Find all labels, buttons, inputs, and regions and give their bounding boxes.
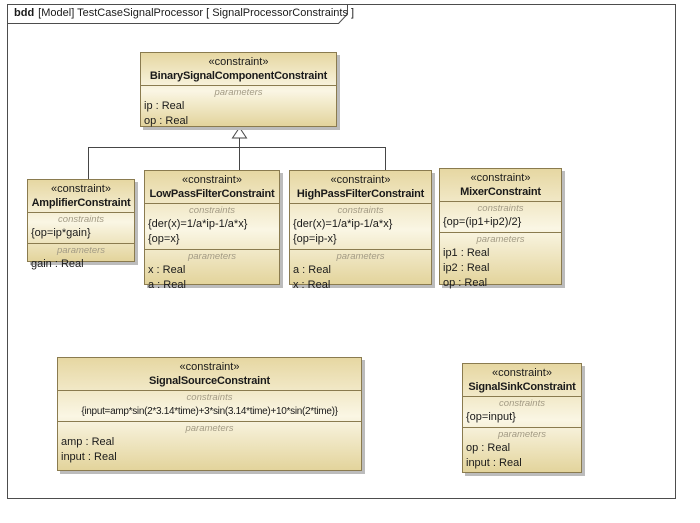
constraint-block-signal-sink[interactable]: «constraint» SignalSinkConstraint constr… [462, 363, 582, 473]
parameter-item: a : Real [293, 264, 331, 276]
constraint-item: {op=ip-x} [293, 233, 337, 245]
constraint-item: {op=(ip1+ip2)/2} [443, 216, 522, 228]
block-title: «constraint» MixerConstraint [440, 169, 561, 201]
compartment-label: parameters [56, 245, 106, 256]
parameter-item: amp : Real [61, 436, 115, 448]
block-title: «constraint» BinarySignalComponentConstr… [141, 53, 336, 85]
block-name: MixerConstraint [460, 186, 541, 198]
parameter-item: ip2 : Real [443, 262, 490, 274]
parameters-compartment: parameters a : Real x : Real [290, 249, 431, 295]
block-name: BinarySignalComponentConstraint [149, 70, 328, 82]
compartment-label: constraints [189, 205, 235, 216]
constraint-item: {der(x)=1/a*ip-1/a*x} [148, 218, 248, 230]
parameter-item: ip1 : Real [443, 247, 490, 259]
parameters-compartment: parameters ip1 : Real ip2 : Real op : Re… [440, 232, 561, 293]
compartment-label: parameters [336, 251, 385, 262]
compartment-label: constraints [58, 214, 104, 225]
diagram-header: bdd[Model] TestCaseSignalProcessor [ Sig… [14, 7, 354, 19]
constraints-compartment: constraints {der(x)=1/a*ip-1/a*x} {op=ip… [290, 203, 431, 249]
block-name: HighPassFilterConstraint [296, 188, 425, 200]
stereotype-label: «constraint» [492, 367, 552, 379]
compartment-label: constraints [337, 205, 384, 216]
compartment-label: parameters [476, 234, 525, 245]
stereotype-label: «constraint» [330, 174, 391, 186]
compartment-label: parameters [497, 429, 547, 440]
parameter-item: op : Real [466, 442, 511, 454]
parameter-item: op : Real [144, 115, 189, 127]
parameters-compartment: parameters gain : Real [28, 243, 134, 274]
block-name: LowPassFilterConstraint [149, 188, 275, 200]
block-title: «constraint» HighPassFilterConstraint [290, 171, 431, 203]
block-name: SignalSinkConstraint [468, 381, 576, 393]
parameters-compartment: parameters x : Real a : Real [145, 249, 279, 295]
stereotype-label: «constraint» [179, 361, 240, 373]
constraint-block-binary-signal-component[interactable]: «constraint» BinarySignalComponentConstr… [140, 52, 337, 127]
constraint-item: {op=input} [466, 411, 516, 423]
constraints-compartment: constraints {op=ip*gain} [28, 212, 134, 243]
parameter-item: ip : Real [144, 100, 185, 112]
stereotype-label: «constraint» [208, 56, 269, 68]
diagram-title-label: [Model] TestCaseSignalProcessor [ Signal… [38, 7, 355, 19]
parameters-compartment: parameters op : Real input : Real [463, 427, 581, 473]
constraint-block-amplifier[interactable]: «constraint» AmplifierConstraint constra… [27, 179, 135, 270]
parameters-compartment: parameters ip : Real op : Real [141, 85, 336, 131]
block-name: AmplifierConstraint [31, 197, 131, 209]
block-title: «constraint» SignalSinkConstraint [463, 364, 581, 396]
block-title: «constraint» LowPassFilterConstraint [145, 171, 279, 203]
parameter-item: input : Real [61, 451, 117, 463]
constraint-item: {der(x)=1/a*ip-1/a*x} [293, 218, 393, 230]
parameters-compartment: parameters amp : Real input : Real [58, 421, 361, 470]
compartment-label: constraints [499, 398, 545, 409]
parameter-item: gain : Real [31, 258, 84, 270]
constraint-block-low-pass-filter[interactable]: «constraint» LowPassFilterConstraint con… [144, 170, 280, 291]
stereotype-label: «constraint» [470, 172, 531, 184]
constraints-compartment: constraints {input=amp*sin(2*3.14*time)+… [58, 390, 361, 421]
compartment-label: parameters [185, 423, 234, 434]
constraint-block-signal-source[interactable]: «constraint» SignalSourceConstraint cons… [57, 357, 362, 471]
compartment-label: parameters [187, 251, 237, 262]
constraint-block-mixer[interactable]: «constraint» MixerConstraint constraints… [439, 168, 562, 289]
parameter-item: x : Real [293, 279, 331, 291]
constraints-compartment: constraints {op=input} [463, 396, 581, 427]
stereotype-label: «constraint» [182, 174, 242, 186]
parameter-item: input : Real [466, 457, 522, 469]
compartment-label: constraints [186, 392, 233, 403]
constraint-item: {op=x} [148, 233, 180, 245]
compartment-label: parameters [214, 87, 263, 98]
block-title: «constraint» AmplifierConstraint [28, 180, 134, 212]
block-name: SignalSourceConstraint [149, 375, 270, 387]
constraint-item: {input=amp*sin(2*3.14*time)+3*sin(3.14*t… [81, 406, 338, 417]
parameter-item: x : Real [148, 264, 186, 276]
diagram-kind-label: bdd [14, 7, 35, 19]
parameter-item: a : Real [148, 279, 186, 291]
parameter-item: op : Real [443, 277, 488, 289]
constraints-compartment: constraints {op=(ip1+ip2)/2} [440, 201, 561, 232]
block-title: «constraint» SignalSourceConstraint [58, 358, 361, 390]
constraint-block-high-pass-filter[interactable]: «constraint» HighPassFilterConstraint co… [289, 170, 432, 291]
constraint-item: {op=ip*gain} [31, 227, 91, 239]
stereotype-label: «constraint» [51, 183, 111, 195]
compartment-label: constraints [477, 203, 524, 214]
constraints-compartment: constraints {der(x)=1/a*ip-1/a*x} {op=x} [145, 203, 279, 249]
